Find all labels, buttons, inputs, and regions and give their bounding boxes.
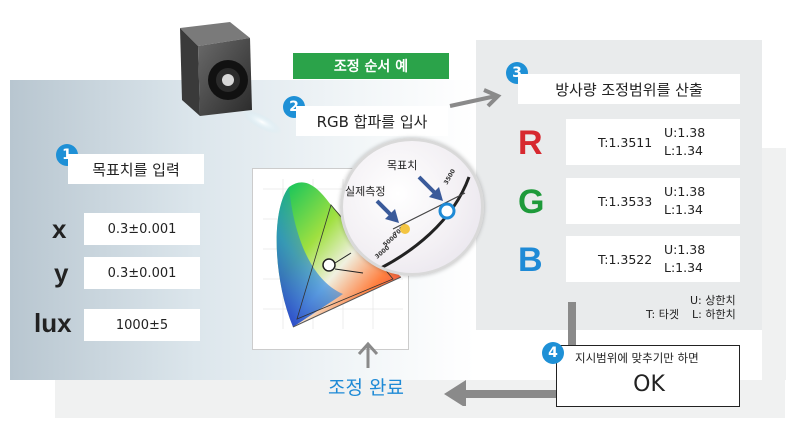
channel-g-target: T:1.3533 xyxy=(598,194,652,209)
target-y-label: y xyxy=(54,258,68,289)
channel-r-lower: L:1.34 xyxy=(664,143,703,158)
step4-box: 지시범위에 맞추기만 하면 OK xyxy=(556,345,740,407)
magnifier-zoom: 3000 5000 7000 3500 목표치 실제측정 xyxy=(340,138,484,276)
step4-label: 지시범위에 맞추기만 하면 xyxy=(575,350,699,366)
target-x-value: 0.3±0.001 xyxy=(84,213,200,245)
target-lux-value: 1000±5 xyxy=(84,309,200,341)
channel-r-range-box: T:1.3511 U:1.38 L:1.34 xyxy=(566,119,740,165)
measured-pointer-arrow-icon xyxy=(375,199,401,225)
channel-r-letter: R xyxy=(518,124,543,163)
procedure-example-tag: 조정 순서 예 xyxy=(293,53,449,79)
arrow-to-step3-icon xyxy=(448,88,504,112)
magnifier-target-label: 목표치 xyxy=(387,157,417,173)
svg-text:3000: 3000 xyxy=(374,244,391,260)
light-source-device-image xyxy=(170,18,290,138)
step4-result: OK xyxy=(557,372,741,397)
channel-g-upper: U:1.38 xyxy=(664,184,705,199)
background-panel-bottom-right xyxy=(762,148,786,380)
completion-label: 조정 완료 xyxy=(328,373,404,400)
magnifier-measured-label: 실제측정 xyxy=(345,183,385,199)
channel-b-target: T:1.3522 xyxy=(598,252,652,267)
channel-g-range-box: T:1.3533 U:1.38 L:1.34 xyxy=(566,178,740,224)
channel-b-letter: B xyxy=(518,241,543,280)
target-lux-label: lux xyxy=(34,308,72,339)
step4-number-badge: 4 xyxy=(542,342,564,364)
legend-lower: L: 하한치 xyxy=(692,306,736,322)
channel-b-range-box: T:1.3522 U:1.38 L:1.34 xyxy=(566,236,740,282)
channel-r-upper: U:1.38 xyxy=(664,125,705,140)
channel-r-target: T:1.3511 xyxy=(598,135,652,150)
legend-target: T: 타겟 xyxy=(646,306,679,322)
target-x-label: x xyxy=(52,214,66,245)
target-pointer-arrow-icon xyxy=(417,175,445,203)
target-y-value: 0.3±0.001 xyxy=(84,257,200,289)
step1-label: 목표치를 입력 xyxy=(68,154,204,184)
channel-b-upper: U:1.38 xyxy=(664,242,705,257)
step3-label: 방사량 조정범위를 산출 xyxy=(518,74,740,104)
channel-g-lower: L:1.34 xyxy=(664,202,703,217)
channel-b-lower: L:1.34 xyxy=(664,260,703,275)
up-arrow-icon xyxy=(356,340,380,370)
step2-label: RGB 합파를 입사 xyxy=(296,106,448,136)
channel-g-letter: G xyxy=(518,183,544,222)
